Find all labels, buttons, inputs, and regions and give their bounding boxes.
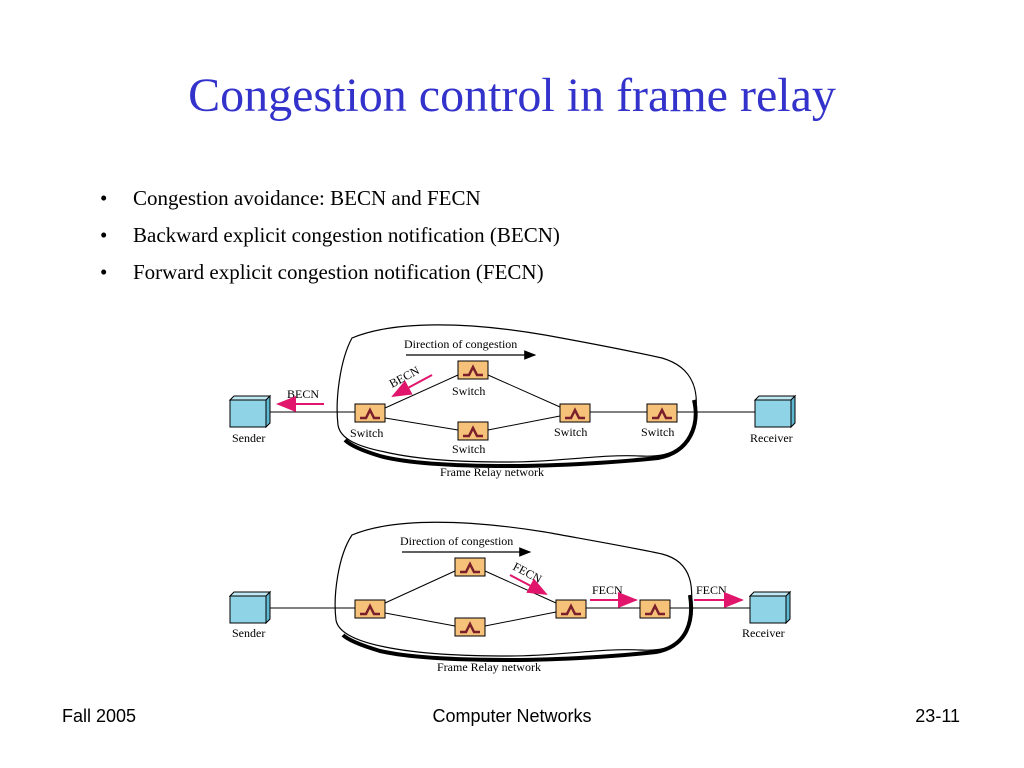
fecn-label: FECN (511, 559, 545, 586)
switch-icon (645, 402, 679, 424)
bottom-diagram: Sender Receiver Direction of congestion … (229, 521, 791, 674)
bullet-item: Backward explicit congestion notificatio… (100, 217, 560, 254)
receiver-icon (749, 591, 791, 624)
link-line (487, 374, 561, 408)
switch-icon (353, 598, 387, 620)
sender-icon (229, 591, 271, 624)
footer-page-number: 23-11 (915, 706, 960, 726)
switch-label: Switch (452, 384, 485, 398)
switch-label: Switch (641, 425, 674, 439)
network-label: Frame Relay network (440, 465, 544, 479)
link-line (384, 612, 456, 627)
switch-icon (638, 598, 672, 620)
switch-label: Switch (350, 426, 383, 440)
network-label: Frame Relay network (437, 660, 541, 674)
link-line (484, 570, 557, 604)
switch-icon (353, 402, 387, 424)
receiver-icon (754, 395, 796, 428)
footer-center: Computer Networks (432, 706, 592, 726)
network-cloud (334, 521, 693, 657)
switch-label: Switch (554, 425, 587, 439)
link-line (384, 374, 459, 409)
link-line (487, 415, 561, 431)
network-cloud-shadow (343, 399, 698, 469)
link-line (384, 570, 456, 604)
sender-label: Sender (232, 626, 265, 640)
switch-icon (554, 598, 588, 620)
bullet-item: Congestion avoidance: BECN and FECN (100, 180, 560, 217)
switch-icon (453, 556, 487, 578)
receiver-label: Receiver (750, 431, 793, 445)
switch-icon (558, 402, 592, 424)
sender-label: Sender (232, 431, 265, 445)
bullet-item: Forward explicit congestion notification… (100, 254, 560, 291)
direction-label: Direction of congestion (400, 534, 513, 548)
becn-arrow (391, 374, 433, 397)
fecn-label: FECN (696, 583, 727, 597)
switch-icon (456, 420, 490, 442)
top-diagram: Sender Receiver Switch Switch Switch Swi… (229, 324, 796, 479)
fecn-arrow (509, 574, 548, 595)
switch-icon (453, 616, 487, 638)
network-cloud-shadow (341, 594, 694, 663)
fecn-label: FECN (592, 583, 623, 597)
switch-label: Switch (452, 442, 485, 456)
receiver-label: Receiver (742, 626, 785, 640)
slide-title: Congestion control in frame relay (188, 69, 836, 122)
network-cloud (336, 324, 697, 463)
becn-label: BECN (287, 387, 319, 401)
footer-left: Fall 2005 (62, 706, 137, 726)
bullet-list: Congestion avoidance: BECN and FECN Back… (100, 180, 560, 291)
link-line (484, 611, 557, 627)
link-line (384, 417, 459, 431)
direction-label: Direction of congestion (404, 337, 517, 351)
sender-icon (229, 395, 271, 428)
switch-icon (456, 359, 490, 381)
becn-label: BECN (387, 363, 422, 391)
